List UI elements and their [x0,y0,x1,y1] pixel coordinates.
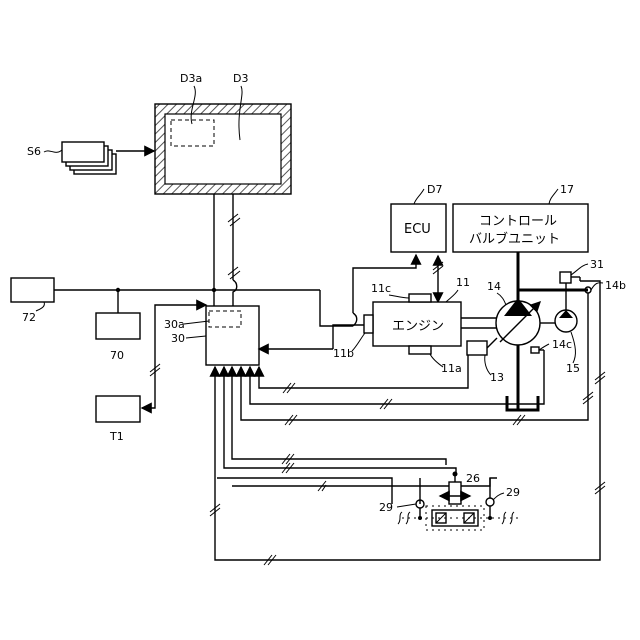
display-d3 [155,104,291,194]
label-31: 31 [590,258,604,271]
label-d3a: D3a [180,72,202,85]
label-15: 15 [566,362,580,375]
sensor-14c [531,347,539,353]
label-d7: D7 [427,183,442,196]
label-t1: T1 [109,430,124,443]
label-30a: 30a [164,318,185,331]
control-valve-label-line1: コントロール [479,214,557,229]
label-s6: S6 [27,145,41,158]
label-14b: 14b [605,279,626,292]
label-d3: D3 [233,72,248,85]
label-14c: 14c [552,338,572,351]
recording-media-s6 [62,142,116,174]
engine-label: エンジン [392,319,444,334]
label-14: 14 [487,280,501,293]
label-72: 72 [22,311,36,324]
label-11c: 11c [371,282,391,295]
label-13: 13 [490,371,504,384]
device-72 [11,278,54,302]
label-26: 26 [466,472,480,485]
engine-sensor-11b [364,315,373,333]
engine-part-11a [409,346,431,354]
label-11: 11 [456,276,470,289]
device-70 [96,313,140,339]
pilot-pump-15 [555,310,577,332]
label-29-right: 29 [506,486,520,499]
component-13 [467,341,487,355]
sensor-31 [560,272,571,283]
engine-part-11c [409,294,431,302]
label-17: 17 [560,183,574,196]
hydraulic-pump-14 [496,298,540,345]
label-30: 30 [171,332,185,345]
controller-30 [206,306,259,365]
ecu-label: ECU [404,222,431,237]
pressure-sensor-29-right [486,498,494,506]
label-11b: 11b [333,347,354,360]
label-70: 70 [110,349,124,362]
label-11a: 11a [441,362,462,375]
terminal-t1 [96,396,140,422]
control-valve-label-line2: バルブユニット [469,231,560,247]
label-29-left: 29 [379,501,393,514]
